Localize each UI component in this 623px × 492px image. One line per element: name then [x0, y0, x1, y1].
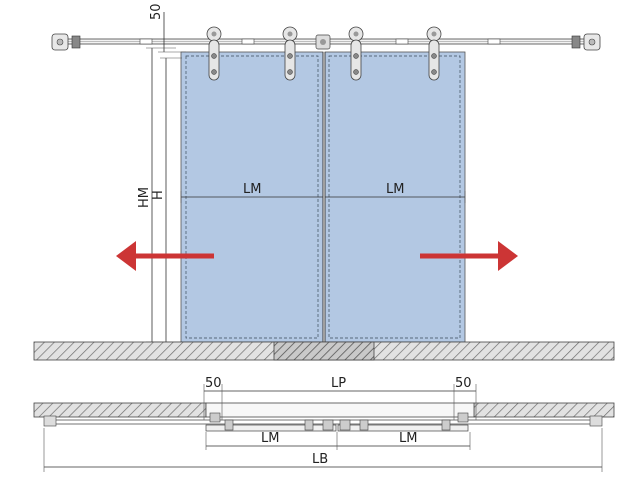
hanger-4: [426, 26, 442, 81]
hm-label: HM: [137, 187, 152, 208]
plan-top-dimensions: 50 LP 50: [203, 376, 477, 420]
arrow-right: [420, 241, 518, 271]
wall-opening: [205, 402, 475, 418]
plan-gap-left-label: 50: [205, 376, 222, 391]
plan-door-left: [205, 424, 337, 432]
wall-left: [33, 402, 207, 418]
hanger-2: [282, 26, 298, 81]
plan-lp-label: LP: [331, 376, 346, 391]
lm-left-label: LM: [243, 182, 261, 197]
plan-door-right: [337, 424, 469, 432]
height-dimensions: HM H: [137, 47, 182, 343]
arrow-left: [116, 241, 214, 271]
top-rail: 50: [51, 3, 601, 53]
elevation-view: 50: [33, 3, 615, 361]
plan-bracket-right: [589, 415, 603, 427]
hanger-3: [348, 26, 364, 81]
plan-lm-left-label: LM: [261, 431, 279, 446]
plan-lb-dimension: LB: [43, 428, 603, 472]
width-dimensions: LM LM: [180, 182, 466, 203]
stopper-right: [571, 35, 581, 49]
plan-lb-label: LB: [312, 452, 328, 467]
stopper-left: [71, 35, 81, 49]
lm-right-label: LM: [386, 182, 404, 197]
opening-arrows: [116, 241, 518, 271]
hanger-1: [206, 26, 222, 81]
top-gap-label: 50: [149, 3, 164, 20]
h-label: H: [151, 190, 166, 200]
plan-bracket-left: [43, 415, 57, 427]
floor-guide: [273, 341, 375, 361]
plan-lm-right-label: LM: [399, 431, 417, 446]
plan-lm-dimensions: LM LM: [205, 431, 471, 450]
plan-gap-right-label: 50: [455, 376, 472, 391]
floor-section: [33, 341, 615, 361]
plan-view: 50 LP 50 LM LM LB: [33, 376, 615, 472]
wall-right: [473, 402, 615, 418]
roller-hangers: [206, 26, 442, 81]
